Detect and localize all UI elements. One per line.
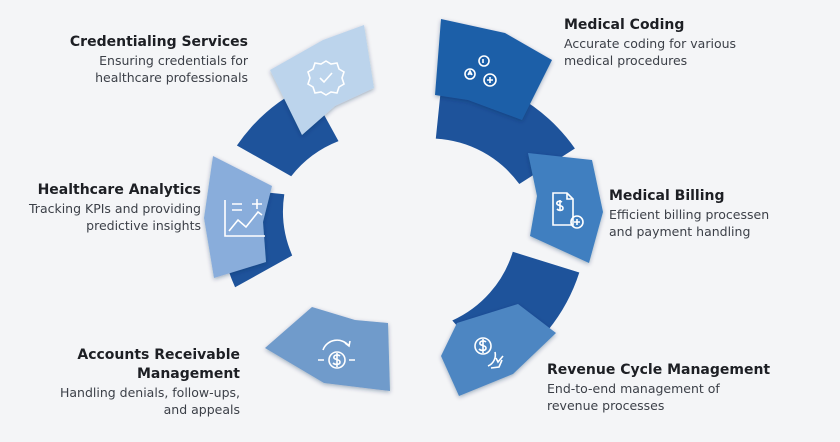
- medical-billing-desc-line-2: and payment handling: [609, 224, 751, 239]
- medical-coding-desc-line-2: medical procedures: [564, 53, 688, 68]
- label-revenue-cycle: Revenue Cycle Management End-to-end mana…: [547, 361, 807, 414]
- analytics-chart-icon: [224, 199, 265, 237]
- accounts-receivable-desc-line-2: and appeals: [163, 402, 240, 417]
- medical-codes-icon: [464, 55, 497, 87]
- label-medical-coding: Medical Coding Accurate coding for vario…: [564, 16, 824, 69]
- segment-accounts-receivable: [265, 307, 390, 391]
- credentialing-title: Credentialing Services: [69, 34, 248, 50]
- segment-healthcare-analytics: [204, 156, 272, 278]
- credentialing-desc-line-1: Ensuring credentials for: [99, 53, 248, 68]
- credentialing-desc-line-2: healthcare professionals: [95, 70, 248, 85]
- accounts-receivable-title-line-2: Management: [136, 366, 240, 382]
- label-healthcare-analytics: Healthcare Analytics Tracking KPIs and p…: [0, 181, 201, 234]
- accounts-receivable-desc-line-1: Handling denials, follow-ups,: [59, 385, 240, 400]
- medical-coding-title: Medical Coding: [564, 17, 685, 33]
- medical-coding-desc-line-1: Accurate coding for various: [564, 36, 737, 51]
- revenue-cycle-title: Revenue Cycle Management: [547, 362, 771, 378]
- verified-badge-icon: [307, 60, 345, 96]
- segment-medical-coding: [435, 19, 552, 120]
- healthcare-analytics-title: Healthcare Analytics: [37, 182, 201, 198]
- segment-revenue-cycle: [441, 304, 556, 396]
- healthcare-analytics-desc-line-1: Tracking KPIs and providing: [29, 201, 201, 216]
- medical-billing-desc-line-1: Efficient billing processen: [609, 207, 770, 222]
- coins-cycle-icon: [318, 339, 355, 369]
- revenue-cycle-desc-line-1: End-to-end management of: [547, 381, 720, 396]
- label-credentialing: Credentialing Services Ensuring credenti…: [0, 33, 248, 86]
- medical-billing-title: Medical Billing: [609, 188, 725, 204]
- accounts-receivable-title-line-1: Accounts Receivable: [77, 347, 240, 363]
- dollar-cycle-icon: [474, 337, 504, 369]
- label-accounts-receivable: Accounts Receivable Management Handling …: [0, 346, 240, 418]
- billing-document-icon: [552, 192, 584, 229]
- healthcare-analytics-desc-line-2: predictive insights: [86, 218, 201, 233]
- segment-medical-billing: [528, 153, 603, 263]
- revenue-cycle-desc-line-2: revenue processes: [547, 398, 665, 413]
- label-medical-billing: Medical Billing Efficient billing proces…: [609, 187, 840, 240]
